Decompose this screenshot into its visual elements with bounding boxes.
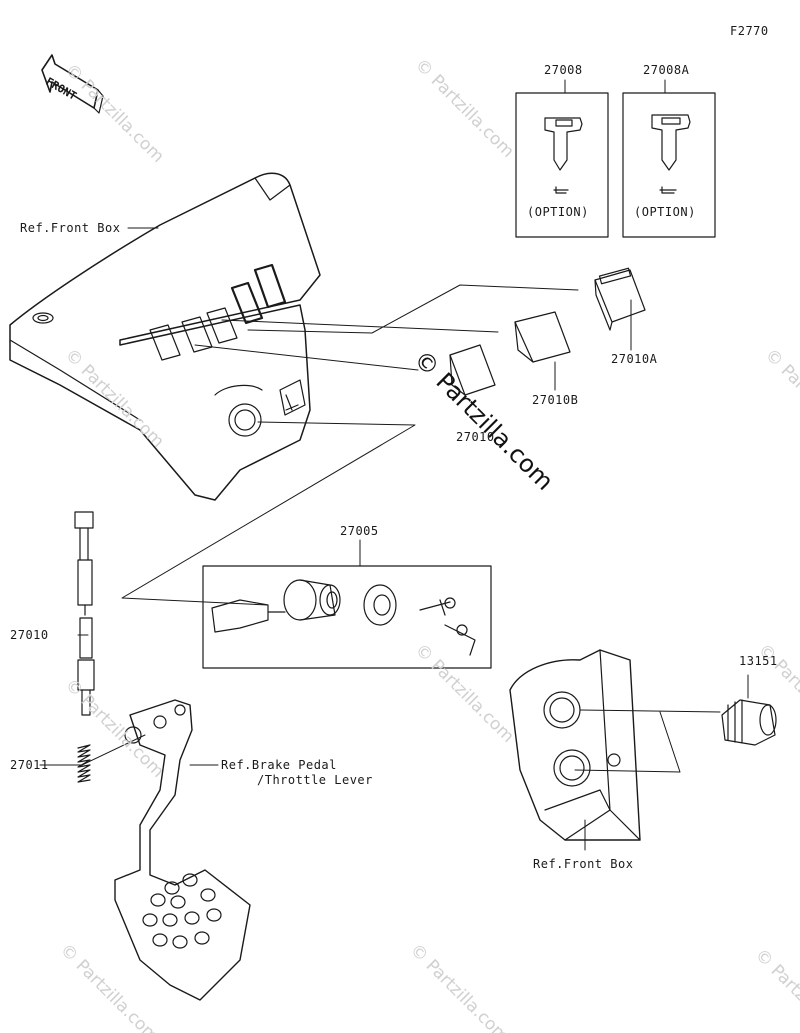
ref-brake-pedal: Ref.Brake Pedal: [221, 758, 337, 772]
part-27008A-label[interactable]: 27008A: [643, 63, 690, 77]
spring-27011: [77, 744, 91, 783]
switch-27010A: [594, 267, 646, 331]
option-label: (OPTION): [527, 205, 589, 219]
part-27008-label[interactable]: 27008: [544, 63, 583, 77]
socket-13151: [721, 699, 777, 746]
ignition-switch-27005: [211, 579, 476, 656]
switch-27010B: [514, 311, 571, 363]
key-27008-icon: [544, 117, 583, 194]
part-27010A-label[interactable]: 27010A: [611, 352, 658, 366]
ref-front-box-top: Ref.Front Box: [20, 221, 121, 235]
part-27010B-label[interactable]: 27010B: [532, 393, 579, 407]
ref-front-box-bottom: Ref.Front Box: [533, 857, 634, 871]
key-27008A-box: [622, 92, 716, 238]
ref-throttle-lever: /Throttle Lever: [257, 773, 373, 787]
front-box-dashboard: [9, 172, 321, 501]
part-13151-label[interactable]: 13151: [739, 654, 778, 668]
option-label: (OPTION): [634, 205, 696, 219]
figure-code: F2770: [730, 24, 769, 38]
key-27008-box: [515, 92, 609, 238]
key-27008A-icon: [651, 114, 691, 194]
part-27010-switch-label[interactable]: 27010: [456, 430, 495, 444]
brake-switch-27010: [74, 511, 95, 716]
brake-pedal: [114, 699, 251, 1001]
part-27011-label[interactable]: 27011: [10, 758, 49, 772]
front-arrow-icon: [41, 54, 104, 114]
switch-27010: [449, 344, 496, 396]
part-27010-label[interactable]: 27010: [10, 628, 49, 642]
ignition-assembly-box: [202, 565, 492, 669]
front-box-socket-panel: [509, 649, 641, 841]
part-27005-label[interactable]: 27005: [340, 524, 379, 538]
lead-lines: [39, 79, 749, 851]
